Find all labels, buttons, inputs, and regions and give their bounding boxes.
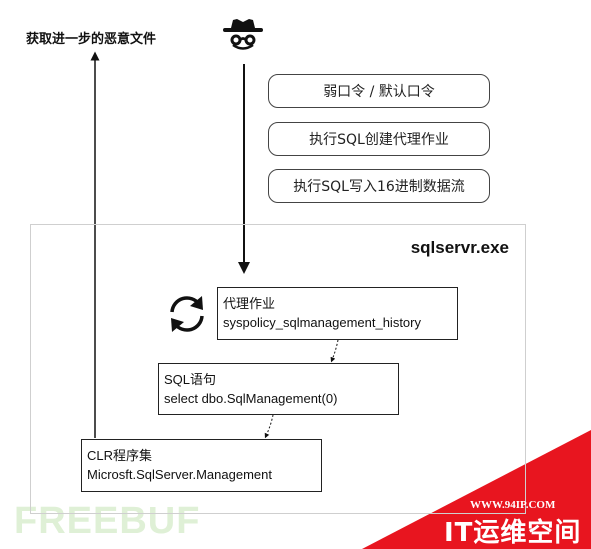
freebuf-watermark: FREEBUF — [14, 500, 201, 542]
sql-statement-node: SQL语句 select dbo.SqlManagement(0) — [158, 363, 399, 415]
agent-job-name: syspolicy_sqlmanagement_history — [223, 315, 421, 330]
step-weak-password: 弱口令 / 默认口令 — [268, 74, 490, 108]
sql-statement-title: SQL语句 — [164, 372, 217, 387]
clr-assembly-title: CLR程序集 — [87, 448, 153, 463]
sql-statement-query: select dbo.SqlManagement(0) — [164, 391, 338, 406]
corner-banner-shape — [362, 430, 591, 549]
hacker-spy-icon — [223, 19, 263, 50]
job-to-sql-connector — [330, 339, 339, 363]
corner-brand: IT运维空间 — [444, 518, 582, 548]
process-container — [30, 224, 526, 514]
corner-url: WWW.94IP.COM — [470, 499, 556, 511]
agent-job-title: 代理作业 — [223, 296, 276, 311]
sql-to-clr-connector — [264, 414, 274, 439]
refresh-cycle-icon — [170, 296, 204, 332]
step-write-hex-stream: 执行SQL写入16进制数据流 — [268, 169, 490, 203]
step-create-agent-job: 执行SQL创建代理作业 — [268, 122, 490, 156]
clr-assembly-name: Microsft.SqlServer.Management — [87, 467, 272, 482]
top-label: 获取进一步的恶意文件 — [26, 32, 157, 47]
agent-job-node: 代理作业 syspolicy_sqlmanagement_history — [217, 287, 458, 340]
process-title: sqlservr.exe — [410, 238, 509, 257]
clr-assembly-node: CLR程序集 Microsft.SqlServer.Management — [81, 439, 322, 492]
